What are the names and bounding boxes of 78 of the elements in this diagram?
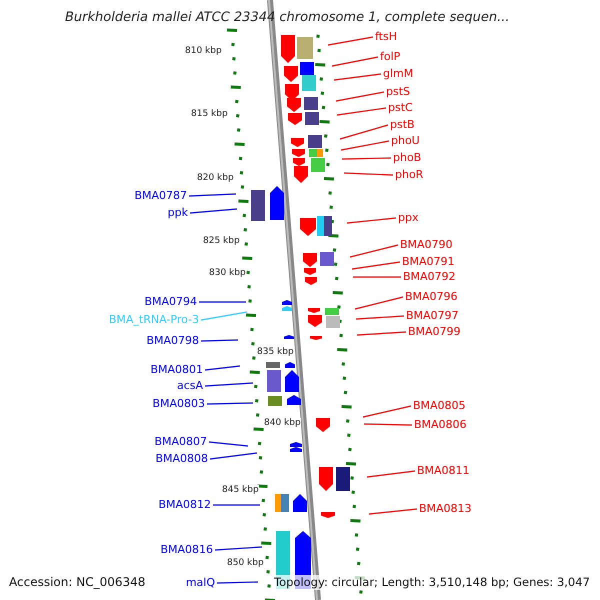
leader-line [362, 405, 412, 418]
scale-label: 850 kbp [227, 558, 264, 569]
gene-label: BMA0808 [155, 452, 208, 466]
map-title: Burkholderia mallei ATCC 23344 chromosome 1, complete sequen... [65, 10, 510, 26]
scale-label: 825 kbp [203, 236, 240, 247]
leader-line [350, 244, 398, 258]
leader-line [216, 581, 258, 584]
gene-label: ftsH [375, 30, 397, 44]
gene-label: phoR [395, 168, 424, 182]
scale-label: 830 kbp [209, 268, 246, 279]
leader-line [354, 296, 404, 310]
leader-line [342, 157, 392, 160]
leader-line [364, 423, 412, 426]
gene-label: BMA0794 [144, 295, 197, 309]
leader-line [336, 107, 386, 116]
leader-line [214, 546, 262, 551]
leader-line [210, 452, 258, 460]
leader-line [334, 73, 382, 81]
gene-label: BMA0796 [405, 290, 458, 304]
leader-line [208, 441, 248, 447]
gene-label: BMA0812 [158, 498, 211, 512]
gene-label: BMA0799 [408, 325, 461, 339]
leader-line [188, 193, 236, 197]
gene-label: BMA0803 [152, 397, 205, 411]
gene-label: malQ [186, 576, 215, 590]
gene-label: BMA0805 [413, 399, 466, 413]
leader-line [340, 140, 390, 151]
gene-label: BMA0811 [417, 464, 470, 478]
leader-line [206, 402, 254, 405]
gene-label: folP [380, 50, 400, 64]
leader-line [200, 311, 248, 321]
scale-label: 845 kbp [222, 485, 259, 496]
scale-label: 835 kbp [257, 347, 294, 358]
gene-label: BMA0816 [160, 543, 213, 557]
scale-label: 820 kbp [197, 173, 234, 184]
leader-line [328, 36, 374, 46]
gene-label: BMA0791 [402, 255, 455, 269]
gene-label: phoU [391, 134, 420, 148]
leader-line [366, 470, 416, 478]
scale-label: 840 kbp [264, 418, 301, 429]
scale-label: 815 kbp [191, 109, 228, 120]
accession-text: Accession: NC_006348 [9, 575, 146, 590]
gene-label: pstC [388, 101, 413, 115]
leader-line [346, 217, 396, 224]
leader-line [190, 208, 238, 214]
gene-label: ppk [168, 206, 188, 220]
gene-label: BMA0797 [406, 309, 459, 323]
leader-line [204, 382, 254, 387]
gene-label: BMA0792 [403, 270, 456, 284]
gene-label: acsA [176, 379, 203, 393]
leader-line [353, 276, 401, 278]
leader-line [344, 172, 394, 176]
leader-line [199, 301, 246, 303]
gene-label: BMA0801 [150, 363, 203, 377]
leader-line [204, 365, 240, 371]
leader-line [213, 504, 260, 506]
leader-line [332, 56, 378, 67]
leader-line [368, 508, 418, 515]
gene-label: glmM [383, 67, 414, 81]
gene-label: BMA_tRNA-Pro-3 [108, 313, 199, 327]
leader-line [356, 331, 406, 336]
gene-label: BMA0813 [419, 502, 472, 516]
gene-label: BMA0790 [400, 238, 453, 252]
leader-line [352, 261, 400, 270]
gene-label: pstS [386, 85, 410, 99]
leader-line [200, 339, 238, 342]
leader-line [340, 124, 388, 140]
gene-label: BMA0806 [414, 418, 467, 432]
gene-label: BMA0798 [146, 334, 199, 348]
gene-label: BMA0787 [134, 189, 187, 203]
scale-label: 810 kbp [185, 46, 222, 57]
gene-label: phoB [393, 151, 422, 165]
gene-label: pstB [390, 118, 415, 132]
gene-label: BMA0807 [154, 435, 207, 449]
map-info-text: Topology: circular; Length: 3,510,148 bp; Genes: 3,047 [274, 575, 590, 590]
leader-line [356, 315, 404, 320]
leader-line [336, 91, 384, 102]
gene-label: ppx [398, 211, 418, 225]
